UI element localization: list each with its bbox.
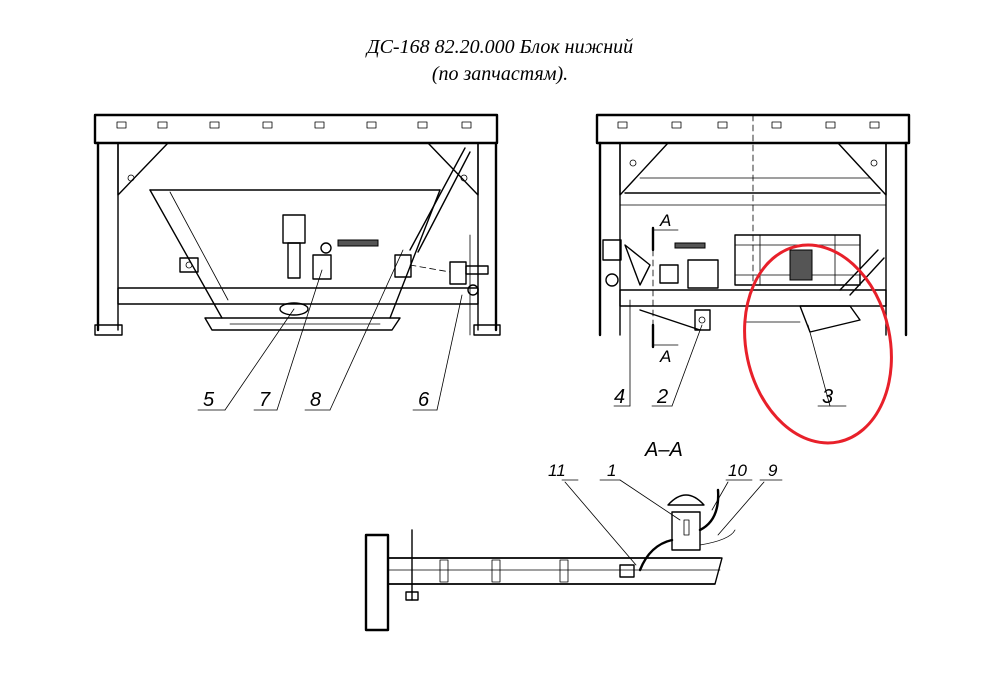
callout-2: 2 <box>656 386 668 408</box>
callout-1: 1 <box>607 461 616 480</box>
callout-11: 11 <box>548 461 566 480</box>
callout-5: 5 <box>203 389 215 411</box>
section-title: A–A <box>644 439 683 461</box>
drawing-title-line2: (по запчастям). <box>431 63 569 85</box>
top-beam-notches <box>116 121 472 129</box>
left-view-callout-leaders <box>197 249 463 411</box>
callout-10: 10 <box>728 461 747 480</box>
left-view <box>93 113 501 336</box>
highlight-circle <box>743 243 893 445</box>
section-view <box>364 488 736 632</box>
callout-8: 8 <box>310 389 321 411</box>
right-view-callout-leaders <box>613 299 847 407</box>
callout-4: 4 <box>614 386 625 408</box>
section-marker-bottom-label: A <box>659 347 671 366</box>
section-callout-leaders <box>561 479 783 566</box>
section-marker <box>651 226 679 349</box>
callout-3: 3 <box>822 386 833 408</box>
drawing-title-line1: ДС-168 82.20.000 Блок нижний <box>366 36 634 58</box>
right-top-beam-notches <box>617 121 880 129</box>
callout-9: 9 <box>768 461 778 480</box>
callout-6: 6 <box>418 389 430 411</box>
right-view <box>595 113 911 337</box>
callout-7: 7 <box>259 389 271 411</box>
section-marker-top-label: A <box>659 211 671 230</box>
